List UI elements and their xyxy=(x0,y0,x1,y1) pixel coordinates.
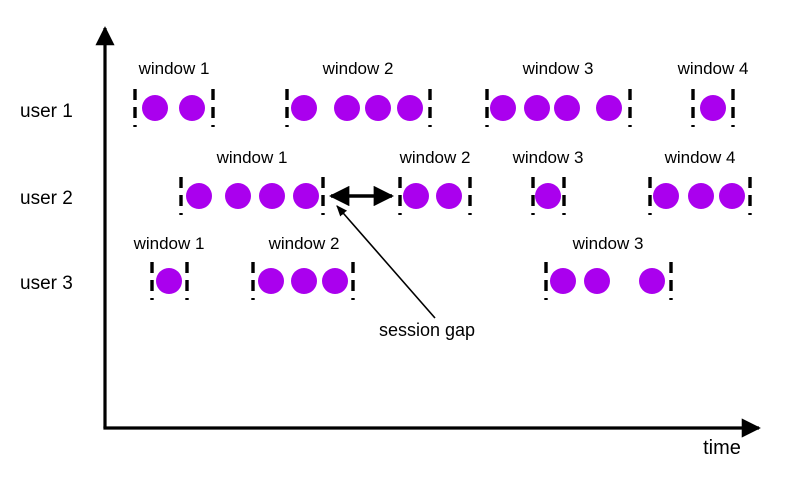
event-dot xyxy=(365,95,391,121)
user-label-user-3: user 3 xyxy=(20,273,73,294)
window-group xyxy=(179,177,325,215)
event-dot xyxy=(535,183,561,209)
window-label: window 4 xyxy=(664,148,736,167)
axes-group xyxy=(95,26,761,438)
event-row-user-2 xyxy=(179,177,752,215)
event-dot xyxy=(142,95,168,121)
event-dot xyxy=(291,95,317,121)
event-dot xyxy=(490,95,516,121)
event-dot xyxy=(258,268,284,294)
session-gap-pointer-line xyxy=(336,205,436,319)
user-label-user-1: user 1 xyxy=(20,101,73,122)
event-dot xyxy=(334,95,360,121)
event-dot xyxy=(397,95,423,121)
window-label: window 2 xyxy=(268,234,340,253)
window-label: window 1 xyxy=(138,59,210,78)
window-group xyxy=(285,89,432,127)
event-dot xyxy=(688,183,714,209)
event-dot xyxy=(700,95,726,121)
window-label: window 3 xyxy=(512,148,584,167)
window-group xyxy=(531,177,566,215)
annotation-group xyxy=(328,185,436,319)
session-gap-label: session gap xyxy=(378,320,476,340)
event-dot xyxy=(259,183,285,209)
event-dot xyxy=(596,95,622,121)
event-dot xyxy=(554,95,580,121)
event-dot xyxy=(225,183,251,209)
window-label: window 3 xyxy=(572,234,644,253)
event-dot xyxy=(179,95,205,121)
window-label: window 4 xyxy=(677,59,749,78)
event-dot xyxy=(186,183,212,209)
x-axis-label: time xyxy=(703,437,741,459)
window-group xyxy=(691,89,735,127)
window-group xyxy=(251,262,355,300)
window-group xyxy=(133,89,215,127)
window-group xyxy=(648,177,752,215)
event-rows-group xyxy=(133,89,752,300)
event-dot xyxy=(322,268,348,294)
event-dot xyxy=(291,268,317,294)
window-group xyxy=(544,262,673,300)
window-group xyxy=(398,177,472,215)
event-dot xyxy=(156,268,182,294)
event-dot xyxy=(719,183,745,209)
event-row-user-3 xyxy=(150,262,673,300)
window-group xyxy=(485,89,632,127)
event-row-user-1 xyxy=(133,89,735,127)
event-dot xyxy=(524,95,550,121)
event-dot xyxy=(584,268,610,294)
window-label: window 3 xyxy=(522,59,594,78)
user-label-user-2: user 2 xyxy=(20,188,73,209)
window-label: window 2 xyxy=(322,59,394,78)
event-dot xyxy=(436,183,462,209)
event-dot xyxy=(639,268,665,294)
window-label: window 1 xyxy=(216,148,288,167)
window-label: window 1 xyxy=(133,234,205,253)
event-dot xyxy=(293,183,319,209)
event-dot xyxy=(403,183,429,209)
event-dot xyxy=(653,183,679,209)
event-dot xyxy=(550,268,576,294)
window-group xyxy=(150,262,189,300)
window-label: window 2 xyxy=(399,148,471,167)
